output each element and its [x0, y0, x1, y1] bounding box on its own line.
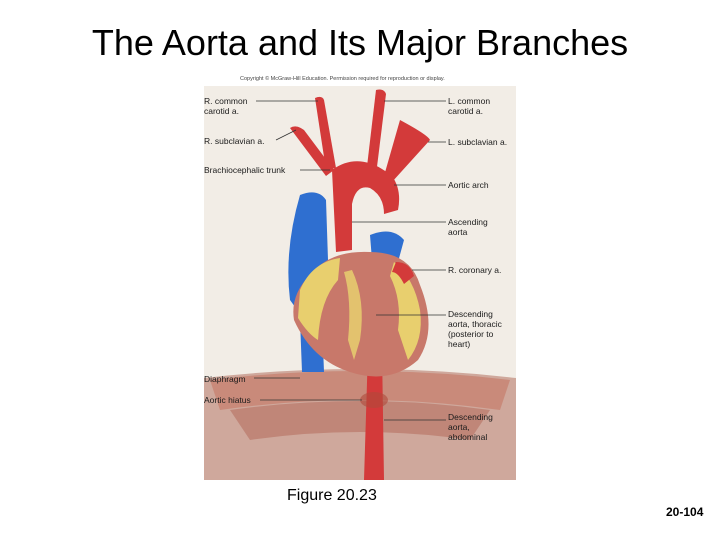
- label-ascending-aorta: Ascending aorta: [448, 217, 488, 237]
- r-common-carotid-shape: [315, 96, 336, 170]
- heart-fat-left: [298, 258, 340, 340]
- heart-fat-right: [390, 262, 421, 360]
- label-r-subclavian: R. subclavian a.: [204, 136, 265, 146]
- label-l-common-carotid: L. common carotid a.: [448, 96, 491, 116]
- aortic-hiatus-ring: [360, 392, 388, 408]
- label-brachiocephalic-trunk: Brachiocephalic trunk: [204, 165, 286, 175]
- slide-title: The Aorta and Its Major Branches: [91, 22, 629, 63]
- r-coronary-artery-shape: [392, 262, 414, 284]
- label-r-common-carotid: R. common carotid a.: [204, 96, 248, 116]
- label-l-subclavian: L. subclavian a.: [448, 137, 508, 147]
- diaphragm-lower-band: [230, 401, 490, 440]
- l-subclavian-shape: [384, 120, 430, 182]
- aortic-arch-shape: [332, 161, 400, 252]
- label-descending-abdominal: Descending aorta, abdominal: [448, 412, 493, 442]
- l-common-carotid-shape: [366, 89, 386, 175]
- label-descending-thoracic: Descending aorta, thoracic (posterior to…: [448, 309, 502, 349]
- r-subclavian-shape: [290, 126, 334, 176]
- label-aortic-hiatus: Aortic hiatus: [204, 395, 251, 405]
- abdominal-aorta-shape: [364, 350, 384, 480]
- figure-caption: Figure 20.23: [287, 487, 377, 504]
- label-r-coronary: R. coronary a.: [448, 265, 502, 275]
- label-aortic-arch: Aortic arch: [448, 180, 489, 190]
- page-number: 20-104: [666, 505, 704, 519]
- copyright-notice: Copyright © McGraw-Hill Education. Permi…: [240, 76, 445, 82]
- heart-fat-groove: [344, 270, 362, 360]
- label-diaphragm: Diaphragm: [204, 374, 246, 384]
- leader-r-subclavian: [275, 129, 297, 141]
